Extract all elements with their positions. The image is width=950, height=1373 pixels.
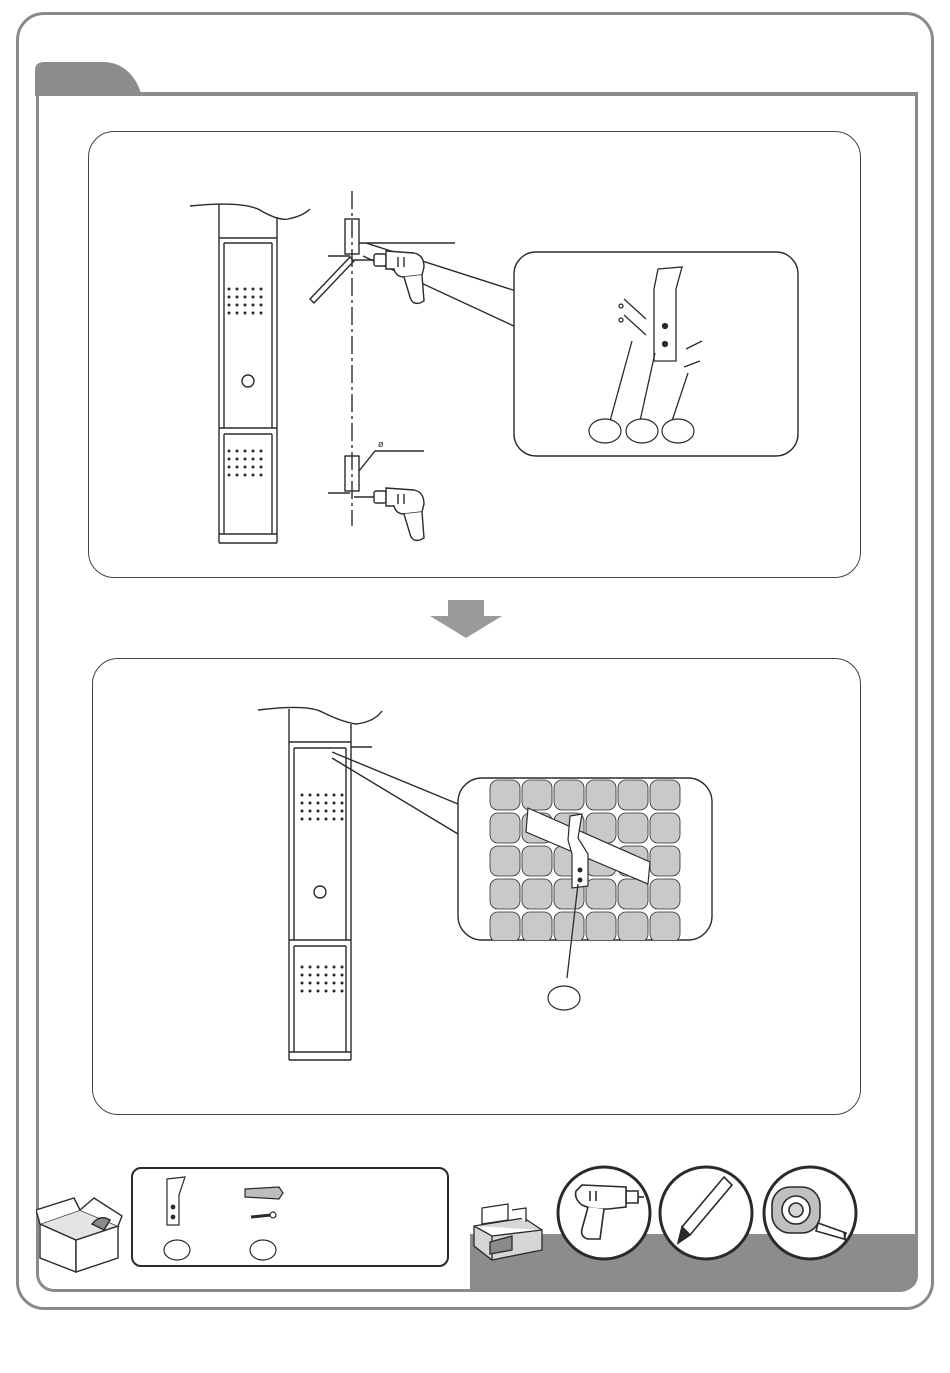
drilling-illustration: ø xyxy=(88,131,861,578)
ventilation-holes-upper-front xyxy=(297,790,347,830)
wall-plug-part xyxy=(245,1187,283,1199)
part-label-bubble-2 xyxy=(626,419,658,443)
wall-detail-bubble xyxy=(458,778,712,1010)
part-label-bubble-3 xyxy=(662,419,694,443)
parts-label-bubble-1 xyxy=(164,1240,190,1260)
cabinet-side-view xyxy=(190,204,310,543)
parts-label-bubble-2 xyxy=(250,1240,276,1260)
ventilation-holes-lower xyxy=(224,446,274,486)
parts-box-icon xyxy=(36,1196,128,1276)
cabinet-front-view xyxy=(258,707,382,1060)
part-label-bubble-1 xyxy=(589,419,621,443)
drill-icon-top xyxy=(354,251,424,303)
diameter-leader xyxy=(359,451,424,471)
screw-part xyxy=(251,1215,271,1217)
bracket-part xyxy=(167,1177,185,1225)
ventilation-holes-upper xyxy=(224,284,274,324)
pencil-tool-circle xyxy=(656,1163,756,1263)
diameter-symbol: ø xyxy=(378,439,384,449)
drill-icon-bottom xyxy=(354,488,424,540)
drill-tool-circle xyxy=(554,1163,654,1263)
toolbox-icon xyxy=(468,1196,548,1266)
ventilation-holes-lower-front xyxy=(297,962,347,1002)
down-arrow-icon xyxy=(428,600,504,640)
bracket-detail-bubble xyxy=(514,252,798,456)
hardware-parts xyxy=(131,1167,449,1267)
mounting-illustration xyxy=(92,658,861,1115)
pencil-marking xyxy=(310,257,354,303)
step-tab xyxy=(33,60,143,98)
part-label-bubble xyxy=(548,986,580,1010)
tape-measure-tool-circle xyxy=(760,1163,860,1263)
